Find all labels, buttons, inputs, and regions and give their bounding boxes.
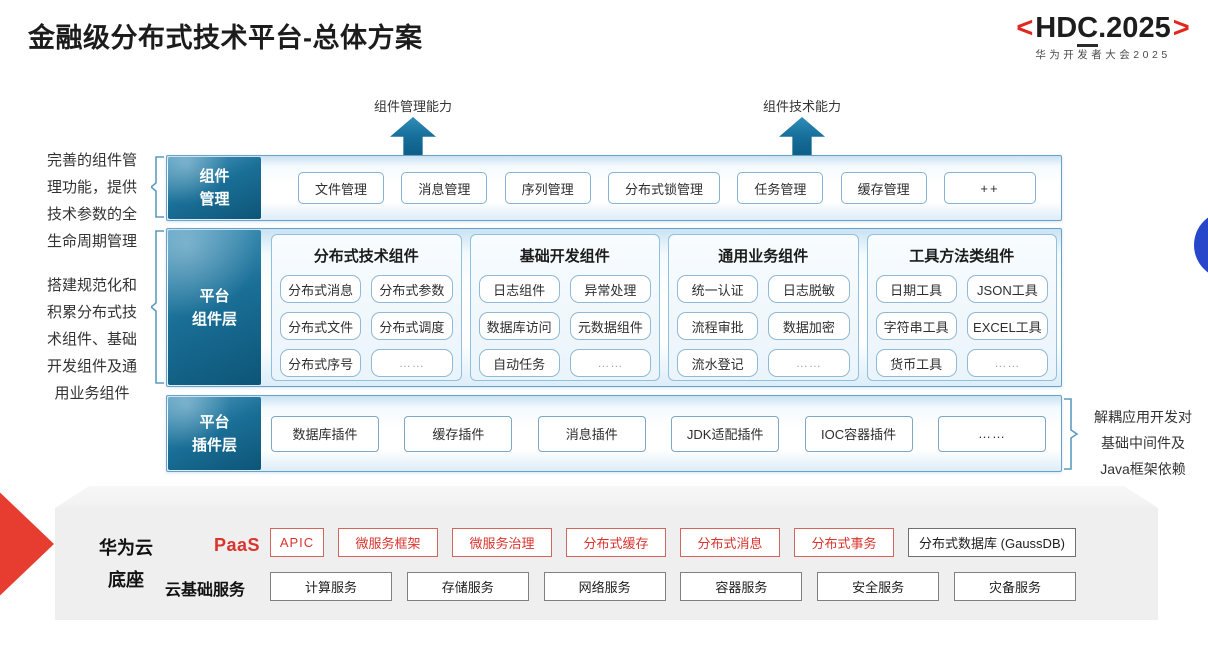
component-item: 异常处理 (569, 275, 651, 303)
hdc-logo: <HDC.2025> 华为开发者大会2025 (1002, 12, 1204, 62)
red-arrow-icon (0, 492, 54, 596)
logo-left-angle-icon: < (1016, 12, 1034, 44)
component-item: 日志脱敏 (768, 275, 850, 303)
paas-item: 微服务治理 (452, 528, 552, 557)
iaas-item: 计算服务 (270, 572, 392, 601)
iaas-item: 容器服务 (680, 572, 802, 601)
mgmt-item: 缓存管理 (840, 172, 927, 204)
component-item: 分布式文件 (280, 312, 362, 340)
right-bracket-icon (1063, 398, 1079, 470)
iaas-item: 网络服务 (544, 572, 666, 601)
iaas-item: 灾备服务 (954, 572, 1076, 601)
mgmt-item: 分布式锁管理 (607, 172, 720, 204)
paas-item: 微服务框架 (338, 528, 438, 557)
paas-item: APIC (270, 528, 324, 557)
capability-mgmt-label: 组件管理能力 (373, 99, 452, 114)
left-bracket-icon (151, 156, 165, 218)
note-platform: 搭建规范化和 积累分布式技 术组件、基础 开发组件及通 用业务组件 (46, 277, 137, 402)
component-mgmt-row-label: 组件 管理 (168, 157, 261, 219)
mgmt-item-more: ++ (943, 172, 1036, 204)
mgmt-item: 序列管理 (504, 172, 591, 204)
group-title: 工具方法类组件 (909, 248, 1015, 265)
paas-label: PaaS (213, 535, 261, 555)
iaas-services: 计算服务 存储服务 网络服务 容器服务 安全服务 灾备服务 (270, 572, 1076, 601)
group-tool-methods: 工具方法类组件 日期工具 JSON工具 字符串工具 EXCEL工具 货币工具 …… (866, 234, 1057, 381)
platform-component-row: 平台 组件层 分布式技术组件 分布式消息 分布式参数 分布式文件 分布式调度 分… (166, 228, 1062, 387)
logo-subtitle: 华为开发者大会2025 (1035, 49, 1171, 61)
component-item: 字符串工具 (875, 312, 957, 340)
mgmt-item: 任务管理 (737, 172, 824, 204)
iaas-item: 存储服务 (407, 572, 529, 601)
capability-tech-label: 组件技术能力 (762, 99, 841, 114)
hdc-logo-wordmark: <HDC.2025> (1002, 12, 1204, 47)
plugin-item: JDK适配插件 (671, 415, 780, 452)
component-item: 分布式参数 (371, 275, 453, 303)
page-title: 金融级分布式技术平台-总体方案 (28, 23, 423, 53)
mgmt-item: 消息管理 (401, 172, 488, 204)
component-item: JSON工具 (966, 275, 1048, 303)
plugin-item: 缓存插件 (404, 415, 513, 452)
plugin-item: 数据库插件 (271, 415, 379, 452)
iaas-label: 云基础服务 (164, 582, 245, 599)
note-component-mgmt: 完善的组件管 理功能，提供 技术参数的全 生命周期管理 (46, 152, 137, 250)
capability-mgmt: 组件管理能力 (348, 96, 478, 155)
component-item: 元数据组件 (569, 312, 651, 340)
component-item-more: …… (966, 349, 1048, 377)
logo-right-angle-icon: > (1172, 12, 1190, 44)
component-item-more: …… (569, 349, 651, 377)
component-item: 数据库访问 (478, 312, 560, 340)
plugin-item-more: …… (937, 415, 1046, 452)
component-mgmt-row: 组件 管理 文件管理 消息管理 序列管理 分布式锁管理 任务管理 缓存管理 ++ (166, 155, 1062, 221)
note-plugin: 解耦应用开发对 基础中间件及 Java框架依赖 (1094, 409, 1192, 477)
component-item-more: …… (768, 349, 850, 377)
blue-circle-decoration (1194, 211, 1208, 279)
paas-item: 分布式消息 (680, 528, 780, 557)
component-item: 流程审批 (677, 312, 759, 340)
huawei-cloud-foundation: 华为云 底座 PaaS APIC 微服务框架 微服务治理 分布式缓存 分布式消息… (55, 486, 1158, 620)
component-item: 分布式调度 (371, 312, 453, 340)
component-item: 流水登记 (677, 349, 759, 377)
paas-item-gaussdb: 分布式数据库 (GaussDB) (908, 528, 1076, 557)
paas-services: APIC 微服务框架 微服务治理 分布式缓存 分布式消息 分布式事务 分布式数据… (270, 528, 1076, 557)
platform-component-row-label: 平台 组件层 (168, 230, 261, 385)
component-item: 数据加密 (768, 312, 850, 340)
up-arrow-icon (390, 117, 436, 155)
paas-item: 分布式缓存 (566, 528, 666, 557)
component-item: 日志组件 (478, 275, 560, 303)
capability-tech: 组件技术能力 (737, 96, 867, 155)
mgmt-item: 文件管理 (298, 172, 385, 204)
component-item: 统一认证 (677, 275, 759, 303)
component-item-more: …… (371, 349, 453, 377)
group-basic-dev: 基础开发组件 日志组件 异常处理 数据库访问 元数据组件 自动任务 …… (469, 234, 660, 381)
group-title: 基础开发组件 (519, 248, 610, 265)
component-item: 货币工具 (875, 349, 957, 377)
component-item: 分布式序号 (280, 349, 362, 377)
component-item: 日期工具 (875, 275, 957, 303)
platform-plugin-row: 平台 插件层 数据库插件 缓存插件 消息插件 JDK适配插件 IOC容器插件 …… (166, 395, 1062, 472)
component-item: 自动任务 (478, 349, 560, 377)
group-distributed-tech: 分布式技术组件 分布式消息 分布式参数 分布式文件 分布式调度 分布式序号 …… (271, 234, 462, 381)
left-bracket-icon (151, 230, 165, 384)
group-title: 分布式技术组件 (313, 248, 419, 265)
component-item: 分布式消息 (280, 275, 362, 303)
plugin-items: 数据库插件 缓存插件 消息插件 JDK适配插件 IOC容器插件 …… (271, 396, 1046, 471)
component-groups: 分布式技术组件 分布式消息 分布式参数 分布式文件 分布式调度 分布式序号 ……… (271, 234, 1057, 381)
component-item: EXCEL工具 (966, 312, 1048, 340)
group-title: 通用业务组件 (718, 248, 809, 265)
component-mgmt-items: 文件管理 消息管理 序列管理 分布式锁管理 任务管理 缓存管理 ++ (298, 156, 1036, 220)
plugin-item: 消息插件 (537, 415, 646, 452)
iaas-item: 安全服务 (817, 572, 939, 601)
paas-item: 分布式事务 (794, 528, 894, 557)
plugin-item: IOC容器插件 (804, 415, 913, 452)
foundation-label: 华为云 底座 (99, 538, 153, 590)
up-arrow-icon (779, 117, 825, 155)
platform-plugin-row-label: 平台 插件层 (168, 397, 261, 470)
logo-text: HDC.2025 (1035, 12, 1171, 47)
group-common-business: 通用业务组件 统一认证 日志脱敏 流程审批 数据加密 流水登记 …… (668, 234, 859, 381)
